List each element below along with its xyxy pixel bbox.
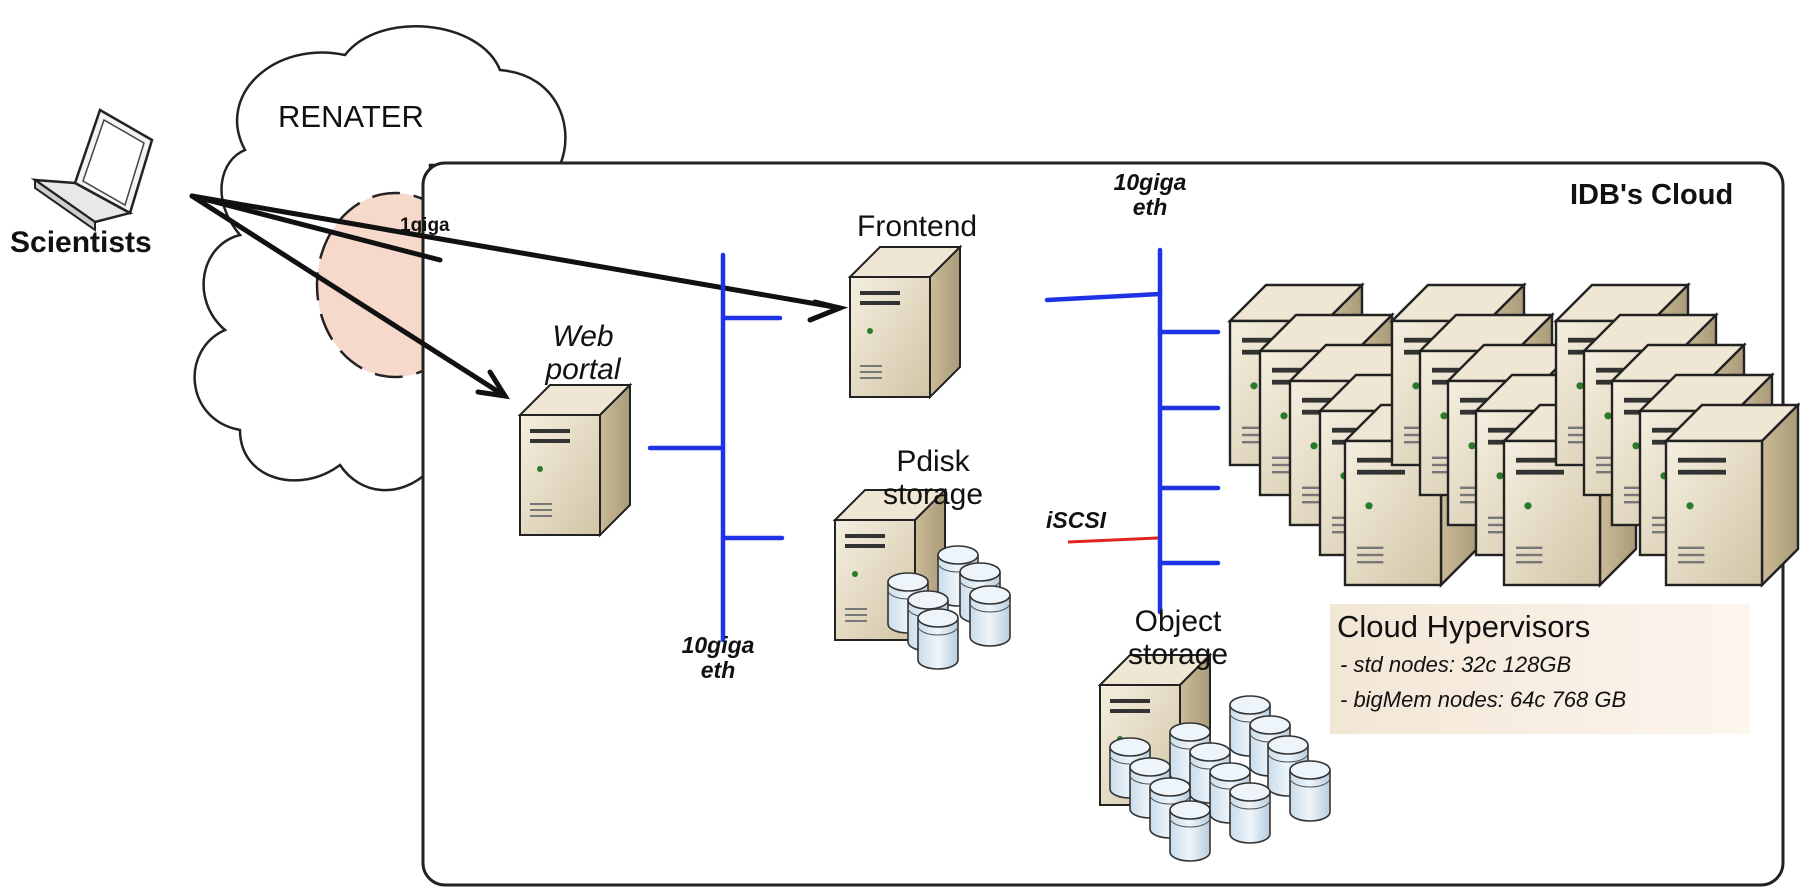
eth-top-line2: eth (1132, 194, 1168, 221)
object-label-line2: storage (1127, 638, 1229, 671)
scientists-label: Scientists (10, 226, 152, 259)
pdisk-label-line2: storage (882, 478, 984, 511)
eth-bottom-line2: eth (700, 657, 736, 684)
iscsi-line (1067, 536, 1159, 544)
object-label-line1: Object (1134, 605, 1222, 638)
renater-label: RENATER (278, 99, 424, 134)
frontend-server-icon (849, 246, 961, 398)
idb-cloud-title: IDB's Cloud (1570, 179, 1734, 211)
web-portal-label: Web portal (528, 320, 638, 386)
1giga-label: 1giga (400, 215, 450, 236)
hypervisors-std-nodes: - std nodes: 32c 128GB (1340, 652, 1572, 677)
web-portal-server-icon (519, 384, 631, 536)
pdisk-storage-label: Pdisk storage (868, 445, 998, 511)
hypervisor-label-background (1330, 604, 1750, 734)
eth-top-line1: 10giga (1113, 169, 1187, 195)
frontend-label: Frontend (857, 210, 978, 243)
eth-bottom-line1: 10giga (681, 632, 755, 658)
scientist-connection-lines (189, 193, 849, 400)
hypervisors-title: Cloud Hypervisors (1337, 609, 1591, 644)
network-lines (647, 247, 1221, 643)
web-portal-label-line2: portal (545, 353, 621, 386)
object-storage-label: Object storage (1113, 605, 1243, 671)
hypervisors-bigmem-nodes: - bigMem nodes: 64c 768 GB (1340, 687, 1627, 712)
pdisk-label-line1: Pdisk (896, 445, 970, 478)
eth-bottom-label: 10giga eth (663, 632, 773, 684)
iscsi-label: iSCSI (1046, 507, 1107, 533)
laptop-icon (30, 108, 154, 232)
eth-top-label: 10giga eth (1095, 169, 1205, 221)
web-portal-label-line1: Web (552, 320, 614, 353)
